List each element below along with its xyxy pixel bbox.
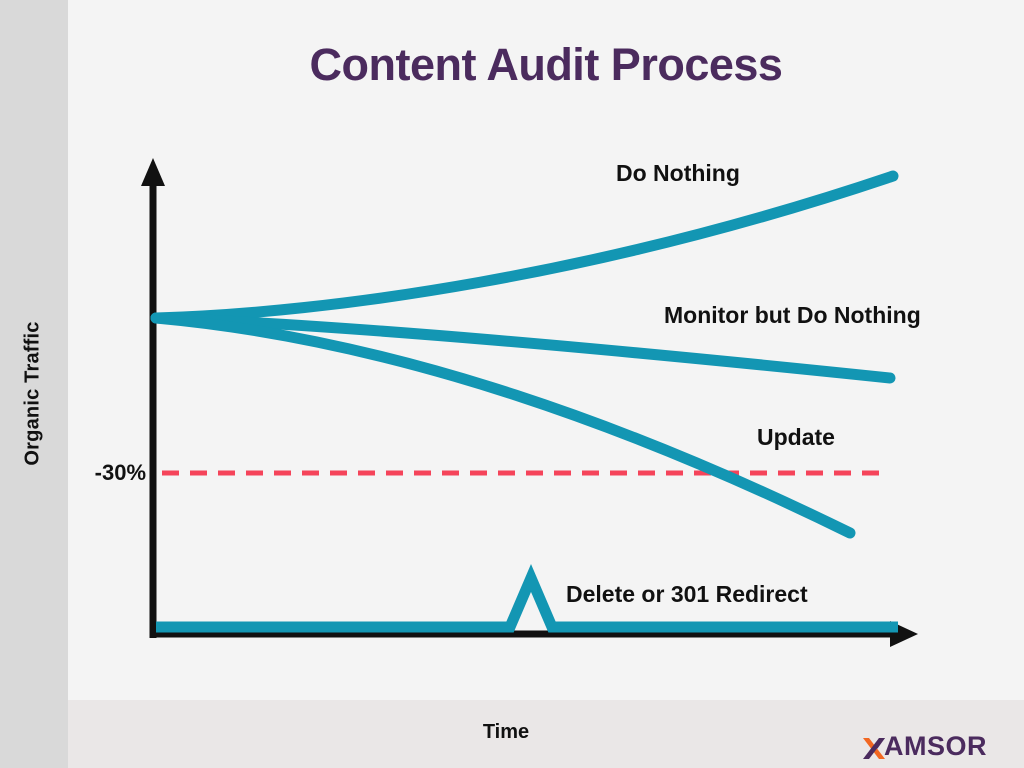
logo-x-icon (863, 738, 885, 759)
series-label-delete: Delete or 301 Redirect (566, 581, 808, 607)
logo-wordmark: AMSOR (884, 731, 987, 761)
x-axis-title: Time (482, 721, 530, 743)
footer-band (68, 700, 1024, 768)
threshold-tick-label: -30% (94, 460, 146, 485)
series-label-update: Update (757, 424, 835, 450)
series-label-do-nothing: Do Nothing (616, 160, 740, 186)
left-accent-band (0, 0, 68, 768)
series-line-update (150, 312, 856, 539)
page-title: Content Audit Process (309, 39, 783, 90)
series-line-delete (156, 564, 898, 633)
brand-logo: AMSOR (862, 733, 987, 760)
series-line-do-nothing (150, 170, 899, 324)
series-line-monitor (150, 312, 896, 384)
y-axis (141, 158, 165, 638)
series-label-monitor: Monitor but Do Nothing (664, 302, 921, 328)
